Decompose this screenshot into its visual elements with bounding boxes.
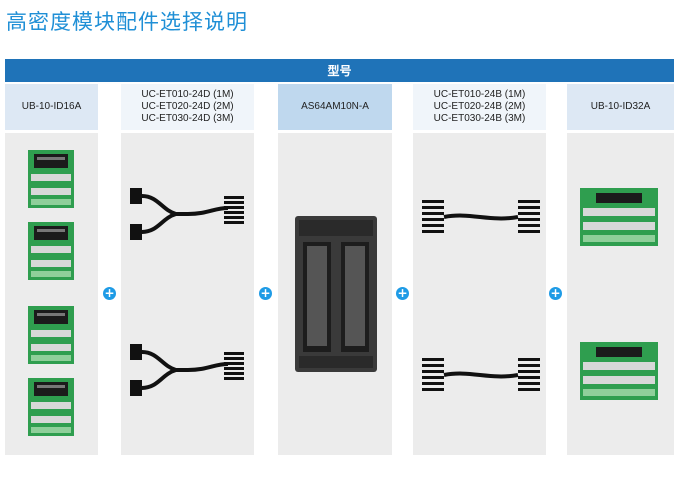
split-cable-image [130, 188, 244, 240]
plus-icon: + [396, 286, 409, 300]
column-header-line: UC-ET030-24D (3M) [141, 113, 234, 124]
column-header-line: UC-ET030-24B (3M) [433, 113, 526, 124]
column-header-line: UB-10-ID16A [21, 101, 82, 112]
column-header-as64am10n-a: AS64AM10N-A [278, 84, 392, 130]
column-header-line: UC-ET010-24B (1M) [433, 89, 526, 100]
model-header-bar: 型号 [5, 59, 674, 82]
straight-cable-image [422, 358, 540, 391]
terminal-board-image [580, 188, 658, 246]
split-cable-image [130, 344, 244, 396]
plus-icon: + [103, 286, 116, 300]
column-body-uc-et-24d [121, 133, 254, 455]
terminal-board-image [28, 378, 74, 436]
column-header-line: AS64AM10N-A [301, 101, 369, 112]
terminal-board-image [580, 342, 658, 400]
column-header-line: UC-ET010-24D (1M) [141, 89, 234, 100]
column-header-line: UC-ET020-24D (2M) [141, 101, 234, 112]
terminal-board-image [28, 222, 74, 280]
column-header-uc-et-24d: UC-ET010-24D (1M) UC-ET020-24D (2M) UC-E… [121, 84, 254, 130]
column-body-ub-10-id32a [567, 133, 674, 455]
column-header-line: UC-ET020-24B (2M) [433, 101, 526, 112]
terminal-board-image [28, 306, 74, 364]
model-header-label: 型号 [327, 64, 352, 78]
page-title: 高密度模块配件选择说明 [6, 10, 248, 34]
column-header-line: UB-10-ID32A [590, 101, 651, 112]
straight-cable-image [422, 200, 540, 233]
plus-icon: + [549, 286, 562, 300]
column-header-uc-et-24b: UC-ET010-24B (1M) UC-ET020-24B (2M) UC-E… [413, 84, 546, 130]
io-module-image [295, 216, 377, 372]
column-header-ub-10-id16a: UB-10-ID16A [5, 84, 98, 130]
terminal-board-image [28, 150, 74, 208]
column-body-uc-et-24b [413, 133, 546, 455]
column-header-ub-10-id32a: UB-10-ID32A [567, 84, 674, 130]
plus-icon: + [259, 286, 272, 300]
